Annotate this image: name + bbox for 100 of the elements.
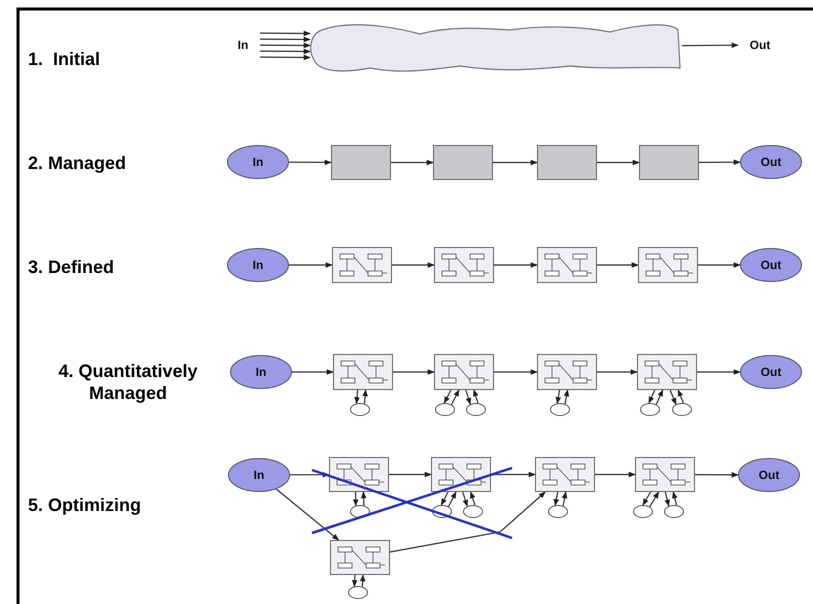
- arrow: [493, 160, 538, 166]
- arrow: [292, 369, 334, 375]
- measurement-ellipse: [466, 403, 486, 416]
- arrow: [352, 574, 358, 588]
- arrow: [556, 390, 562, 404]
- arrow: [597, 369, 638, 375]
- maturity-level-title: 2. Managed: [28, 152, 128, 174]
- process-box: [639, 145, 699, 180]
- arrow: [656, 389, 664, 405]
- measurement-ellipse: [550, 403, 570, 416]
- measurement-ellipse: [432, 505, 452, 518]
- arrow: [444, 390, 452, 404]
- arrow: [564, 389, 570, 404]
- process-box: [433, 145, 493, 180]
- terminal-ellipse: [740, 145, 802, 179]
- arrow: [393, 369, 435, 375]
- process-box: [329, 457, 389, 492]
- arrow: [360, 491, 366, 506]
- arrow: [290, 472, 330, 478]
- arrow: [289, 262, 333, 268]
- arrow: [260, 54, 311, 60]
- arrow: [678, 389, 684, 404]
- measurement-ellipse: [463, 505, 483, 518]
- terminal-ellipse: [738, 458, 800, 492]
- measurement-ellipse: [664, 505, 684, 518]
- process-box: [535, 457, 595, 492]
- measurement-ellipse: [548, 505, 568, 518]
- arrow: [450, 389, 460, 405]
- arrow: [648, 390, 656, 404]
- arrow: [260, 48, 311, 54]
- process-box: [537, 145, 597, 180]
- measurement-ellipse: [633, 505, 653, 518]
- arrow: [664, 492, 670, 507]
- arrow: [390, 492, 546, 553]
- arrow: [465, 390, 472, 405]
- arrow: [597, 160, 640, 166]
- arrow: [697, 369, 741, 375]
- measurement-ellipse: [672, 403, 692, 416]
- process-cloud: [310, 22, 682, 72]
- arrow: [682, 42, 739, 48]
- terminal-ellipse: [740, 355, 802, 389]
- flow-label: In: [238, 38, 248, 52]
- arrow: [260, 42, 311, 48]
- arrow: [699, 159, 741, 166]
- arrow: [289, 160, 332, 166]
- terminal-ellipse: [740, 248, 802, 282]
- terminal-label: Out: [760, 155, 782, 169]
- arrow: [670, 390, 676, 405]
- process-box: [537, 354, 597, 390]
- arrow: [448, 491, 457, 507]
- arrow: [354, 390, 360, 404]
- terminal-label: In: [252, 258, 264, 272]
- arrow: [440, 492, 449, 506]
- arrow: [642, 492, 652, 506]
- arrow: [260, 30, 311, 36]
- arrow: [695, 472, 739, 478]
- terminal-label: In: [252, 155, 264, 169]
- process-box: [434, 354, 494, 390]
- process-box: [537, 247, 597, 283]
- arrow: [672, 491, 678, 506]
- arrow: [362, 389, 368, 404]
- arrow: [392, 262, 435, 268]
- terminal-label: In: [256, 365, 266, 379]
- process-box: [330, 540, 390, 575]
- maturity-level-title: 3. Defined: [28, 256, 116, 278]
- arrow: [562, 491, 568, 506]
- arrow: [597, 262, 639, 268]
- terminal-label: Out: [760, 258, 782, 272]
- process-box: [331, 145, 391, 180]
- measurement-ellipse: [348, 586, 368, 599]
- arrow: [360, 574, 366, 587]
- process-box: [431, 457, 491, 492]
- process-box: [635, 457, 695, 492]
- process-box: [333, 354, 393, 390]
- measurement-ellipse: [640, 403, 660, 416]
- arrow: [494, 262, 538, 268]
- arrow: [595, 472, 636, 478]
- process-box: [332, 247, 392, 283]
- measurement-ellipse: [435, 403, 455, 416]
- terminal-ellipse: [228, 458, 290, 492]
- terminal-label: Out: [758, 468, 780, 482]
- flow-label: Out: [750, 38, 770, 52]
- terminal-ellipse: [230, 355, 292, 389]
- arrow: [554, 492, 560, 506]
- maturity-level-title: 1. Initial: [28, 48, 102, 70]
- measurement-ellipse: [350, 505, 370, 518]
- arrow: [389, 472, 432, 478]
- arrow: [276, 488, 340, 540]
- process-box: [637, 354, 697, 390]
- terminal-label: In: [254, 468, 264, 482]
- measurement-ellipse: [350, 403, 370, 416]
- arrow: [698, 262, 741, 268]
- arrow: [391, 160, 434, 166]
- arrow: [473, 389, 479, 404]
- terminal-ellipse: [227, 248, 289, 282]
- arrow: [649, 491, 660, 507]
- maturity-level-title: 4. Quantitatively Managed: [57, 360, 199, 404]
- terminal-label: Out: [760, 365, 782, 379]
- process-box: [434, 247, 494, 283]
- arrow: [260, 36, 311, 42]
